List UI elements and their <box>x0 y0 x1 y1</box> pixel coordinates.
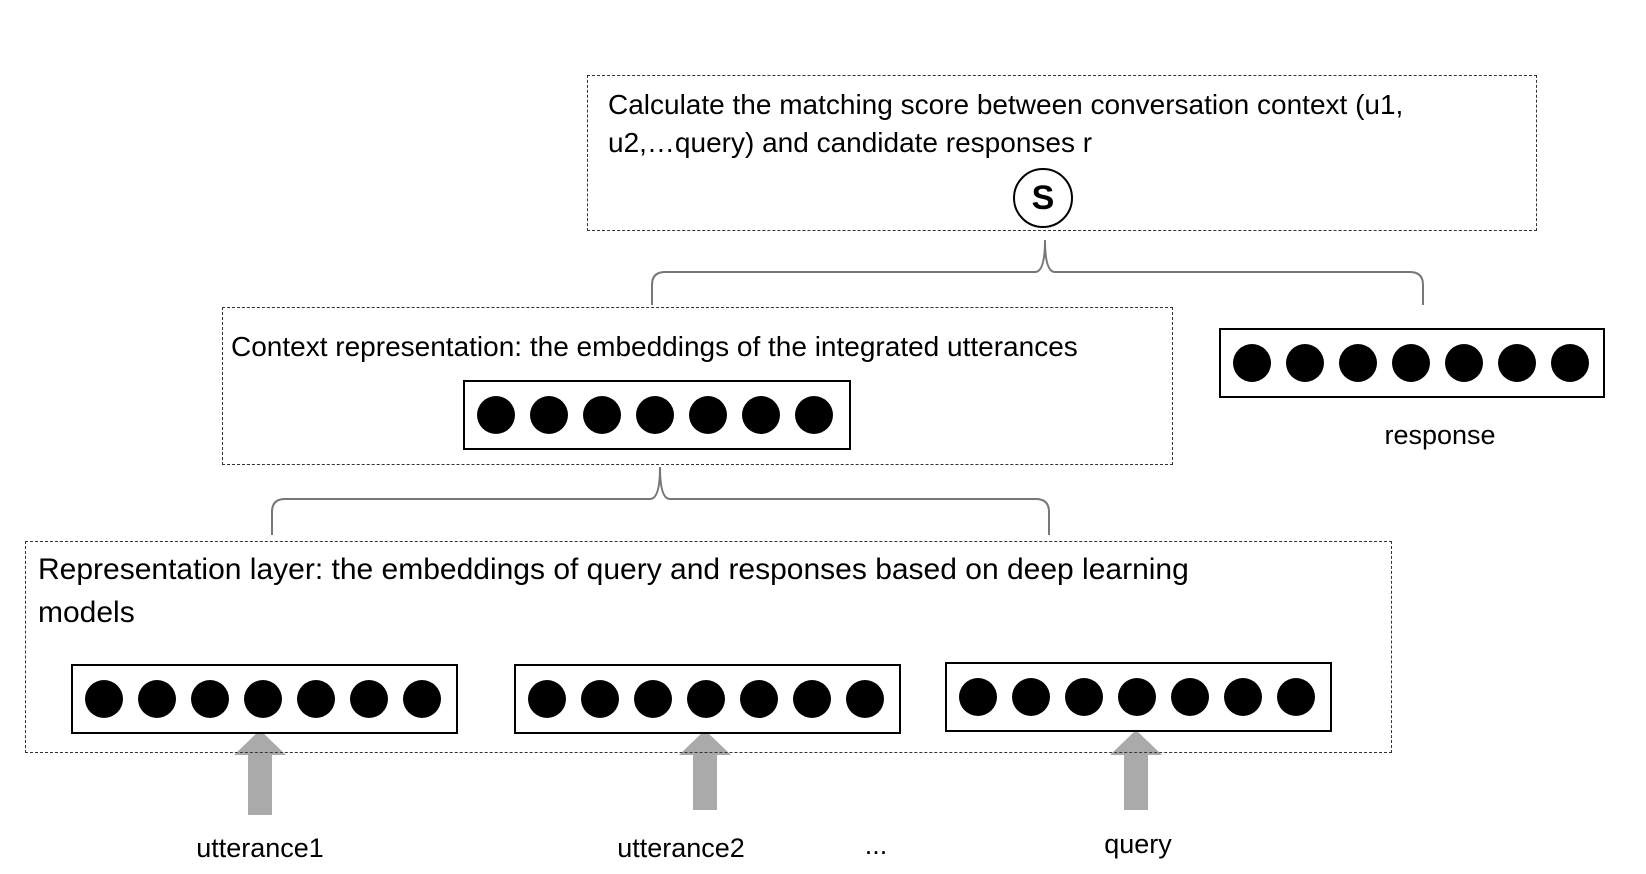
representation-layer-text-line1: Representation layer: the embeddings of … <box>38 553 1189 586</box>
vector-dot <box>1224 678 1262 716</box>
vector-dot <box>583 396 621 434</box>
representation-layer-box: Representation layer: the embeddings of … <box>25 541 1392 753</box>
vector-dot <box>1392 344 1430 382</box>
vector-dot <box>85 680 123 718</box>
vector-dot <box>138 680 176 718</box>
arrow-query <box>1110 730 1162 810</box>
score-node: S <box>1013 168 1073 228</box>
vector-dot <box>1277 678 1315 716</box>
vector-dot <box>581 680 619 718</box>
vector-dot <box>191 680 229 718</box>
vector-dot <box>959 678 997 716</box>
vector-dot <box>1065 678 1103 716</box>
utterance2-vector <box>514 664 901 734</box>
vector-dot <box>1171 678 1209 716</box>
matching-score-text-line2: u2,…query) and candidate responses r <box>608 127 1093 158</box>
vector-dot <box>740 680 778 718</box>
vector-dot <box>244 680 282 718</box>
brace-to-score <box>651 239 1424 305</box>
vector-dot <box>530 396 568 434</box>
brace-to-context <box>271 466 1050 535</box>
vector-dot <box>528 680 566 718</box>
vector-dot <box>1233 344 1271 382</box>
context-vector <box>463 380 851 450</box>
vector-dot <box>1339 344 1377 382</box>
arrow-utterance2 <box>679 730 731 810</box>
matching-score-box: Calculate the matching score between con… <box>587 75 1537 231</box>
matching-score-text-line1: Calculate the matching score between con… <box>608 89 1404 120</box>
vector-dot <box>1012 678 1050 716</box>
vector-dot <box>297 680 335 718</box>
vector-dot <box>1286 344 1324 382</box>
utterance1-vector <box>71 664 458 734</box>
arrow-utterance1 <box>234 730 286 815</box>
utterance1-label: utterance1 <box>196 833 324 863</box>
vector-dot <box>795 396 833 434</box>
vector-dot <box>1498 344 1536 382</box>
vector-dot <box>1118 678 1156 716</box>
score-symbol: S <box>1031 178 1055 217</box>
vector-dot <box>742 396 780 434</box>
context-representation-text: Context representation: the embeddings o… <box>231 331 1078 362</box>
vector-dot <box>1551 344 1589 382</box>
context-representation-box: Context representation: the embeddings o… <box>222 307 1173 465</box>
vector-dot <box>687 680 725 718</box>
vector-dot <box>350 680 388 718</box>
query-vector <box>945 662 1332 732</box>
vector-dot <box>793 680 831 718</box>
vector-dot <box>1445 344 1483 382</box>
vector-dot <box>477 396 515 434</box>
vector-dot <box>846 680 884 718</box>
vector-dot <box>403 680 441 718</box>
vector-dot <box>636 396 674 434</box>
response-vector <box>1219 328 1605 398</box>
query-label: query <box>1104 829 1172 859</box>
vector-dot <box>634 680 672 718</box>
representation-layer-text-line2: models <box>38 596 135 629</box>
utterance2-label: utterance2 <box>617 833 745 863</box>
ellipsis-label: ... <box>864 830 888 860</box>
response-label: response <box>1384 420 1496 450</box>
vector-dot <box>689 396 727 434</box>
